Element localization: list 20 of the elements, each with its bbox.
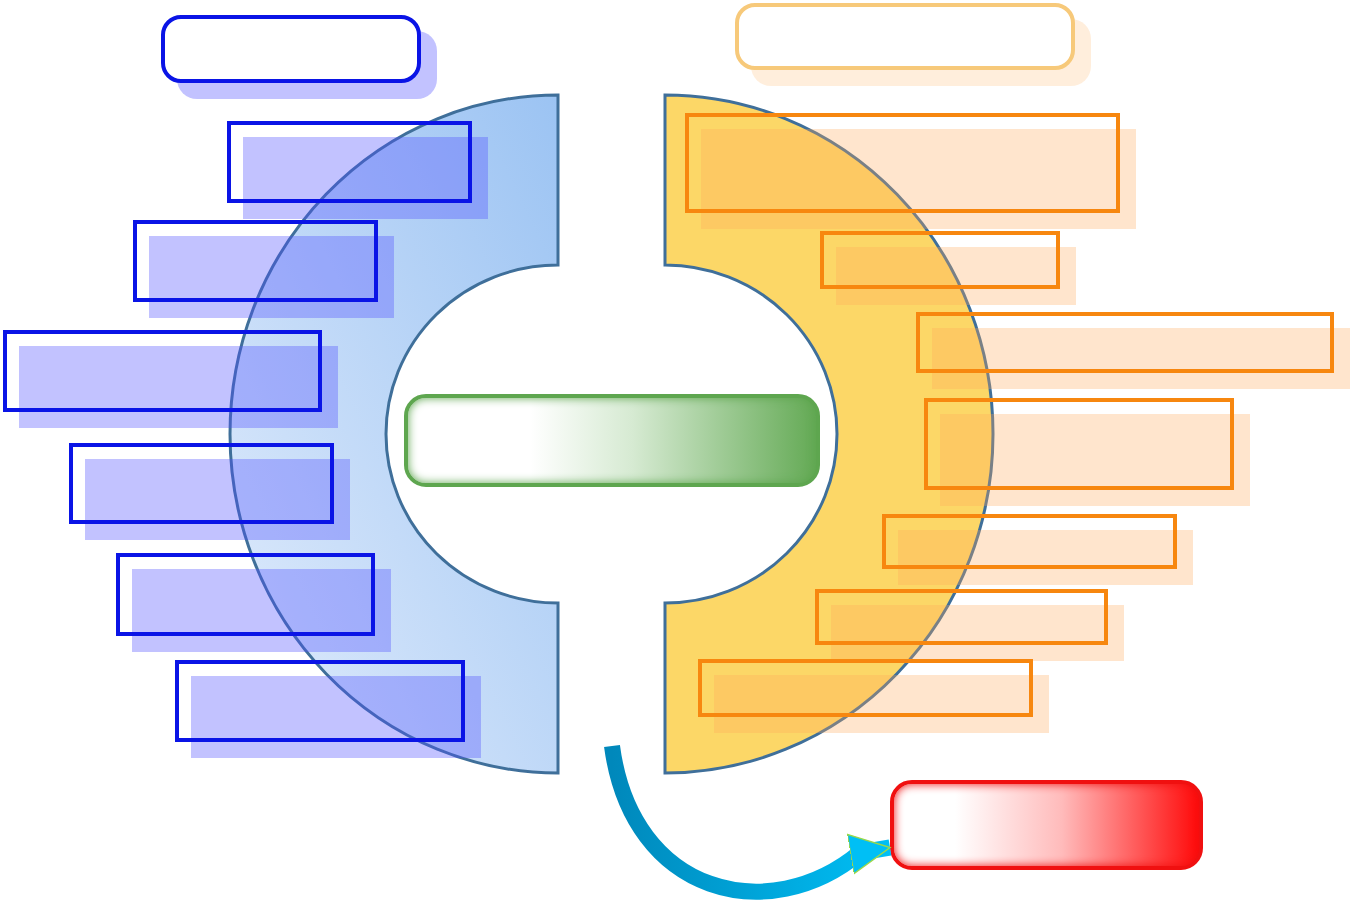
text-box xyxy=(133,220,394,318)
half-ring xyxy=(663,95,994,775)
text-box xyxy=(882,514,1193,585)
curved-arrow xyxy=(604,744,892,900)
text-box xyxy=(116,553,391,652)
text-box xyxy=(3,330,338,428)
text-box xyxy=(175,660,481,758)
glossy-bar xyxy=(404,394,820,487)
text-box xyxy=(69,443,350,540)
rounded-box xyxy=(161,15,437,99)
text-box xyxy=(685,113,1136,229)
half-ring xyxy=(230,95,560,775)
glossy-bar xyxy=(890,780,1203,870)
text-box xyxy=(916,312,1350,389)
rounded-box xyxy=(735,3,1091,86)
text-box xyxy=(698,659,1049,733)
text-box xyxy=(815,589,1124,661)
text-box xyxy=(227,121,488,219)
text-box xyxy=(924,398,1250,506)
text-box xyxy=(820,231,1076,305)
